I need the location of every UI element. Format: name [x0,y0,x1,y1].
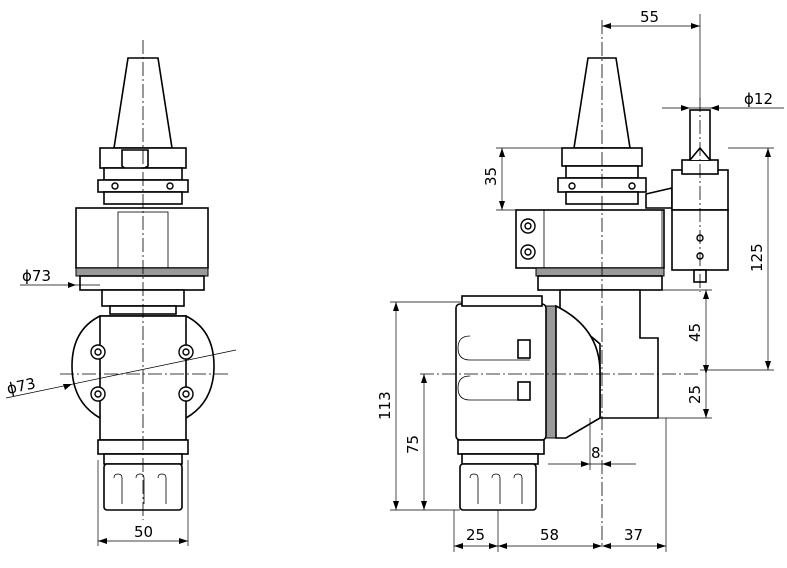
side-spindle-height-label: 75 [404,435,422,454]
side-gap-label: 8 [591,444,601,462]
dimbot-arrow-4 [657,543,666,549]
front-nut-flute-1 [113,473,123,504]
side-gear-housing [555,304,601,439]
front-housing [75,207,209,269]
dim35-arrow-bottom [499,201,505,210]
front-view [60,40,228,520]
side-center-offset-label: 45 [686,323,704,342]
front-bolt-hole-4-inner [182,390,190,398]
front-dia73-arrow-body [63,384,72,390]
dim45-arrow-bottom [703,365,709,374]
side-head-rib-1 [457,335,530,361]
front-nut-flute-3 [157,473,167,504]
side-bottom-mid-label: 58 [540,526,559,544]
side-stop-arm [645,186,673,209]
side-housing-screw-1-inner [524,222,532,230]
side-collar-screw-left [568,182,576,190]
side-view [420,20,729,548]
front-bolt-hole-2-inner [182,348,190,356]
dim125-arrow-bottom [765,361,771,370]
front-dimensions: ϕ73 ϕ73 50 [5,267,237,546]
front-lower-ring [79,275,205,291]
dimbot-arrow-2b [498,543,507,549]
dim55-arrow-left [602,23,611,29]
dim12-arrow-left [681,105,690,111]
side-lower-offset-label: 25 [686,385,704,404]
front-width-arrow-right [179,538,188,544]
dim12-arrow-right [710,105,719,111]
side-housing [515,209,665,269]
front-dia73-arrow-top [68,282,76,288]
side-flange-height-label: 35 [482,167,500,186]
side-nut-collar [457,439,545,455]
side-body-height-label: 113 [376,391,394,420]
dim113-arrow-bottom [393,501,399,510]
front-bolt-hole-3-inner [94,390,102,398]
side-nut-flute-1 [469,473,479,504]
side-total-height-label: 125 [748,243,766,272]
front-bolt-hole-1-inner [94,348,102,356]
side-head-rib-2 [457,375,530,401]
front-flange-dia-label: ϕ73 [22,267,51,285]
front-collar-screw-right [166,182,174,190]
dim75-arrow-bottom [421,501,427,510]
side-spindle-head [455,303,547,441]
side-gear-scale [545,305,557,439]
side-collet-nut [459,463,537,511]
front-scale-ring [75,267,209,277]
dim8-arrow-left [581,461,590,467]
dimbot-arrow-1 [454,543,463,549]
front-body-dia-label: ϕ73 [5,374,37,398]
side-lower-ring [537,275,663,291]
front-collet-width-label: 50 [134,523,153,541]
dim113-arrow-top [393,302,399,311]
side-spindle-top [461,295,543,307]
side-head-key-1 [517,339,531,359]
dimbot-arrow-3a [593,543,602,549]
side-nut-flute-2 [491,473,501,504]
dim45-arrow-top [703,290,709,299]
front-width-arrow-left [98,538,107,544]
side-scale-ring [535,267,665,277]
dimbot-arrow-2a [489,543,498,549]
dim125-arrow-top [765,148,771,157]
side-collar-screw-right [628,182,636,190]
dimbot-arrow-3b [602,543,611,549]
side-tool-dia-label: ϕ12 [744,90,773,108]
side-offset-top-label: 55 [640,8,659,26]
dim8-arrow-right [602,461,611,467]
front-collar-screw-left [111,182,119,190]
side-dimensions: 55 ϕ12 35 125 45 25 [376,8,784,552]
side-head-key-2 [517,381,531,401]
side-nut-flute-3 [513,473,523,504]
front-nut-flute-2 [135,473,145,504]
front-dia73-leader-body [5,349,237,399]
dim55-arrow-right [691,23,700,29]
side-bottom-right-label: 37 [624,526,643,544]
side-bottom-left-label: 25 [466,526,485,544]
side-nut-ring [461,453,539,465]
side-housing-screw-2-inner [524,248,532,256]
dim25r-arrow-bottom [703,409,709,418]
dim75-arrow-top [421,374,427,383]
dim35-arrow-top [499,148,505,157]
